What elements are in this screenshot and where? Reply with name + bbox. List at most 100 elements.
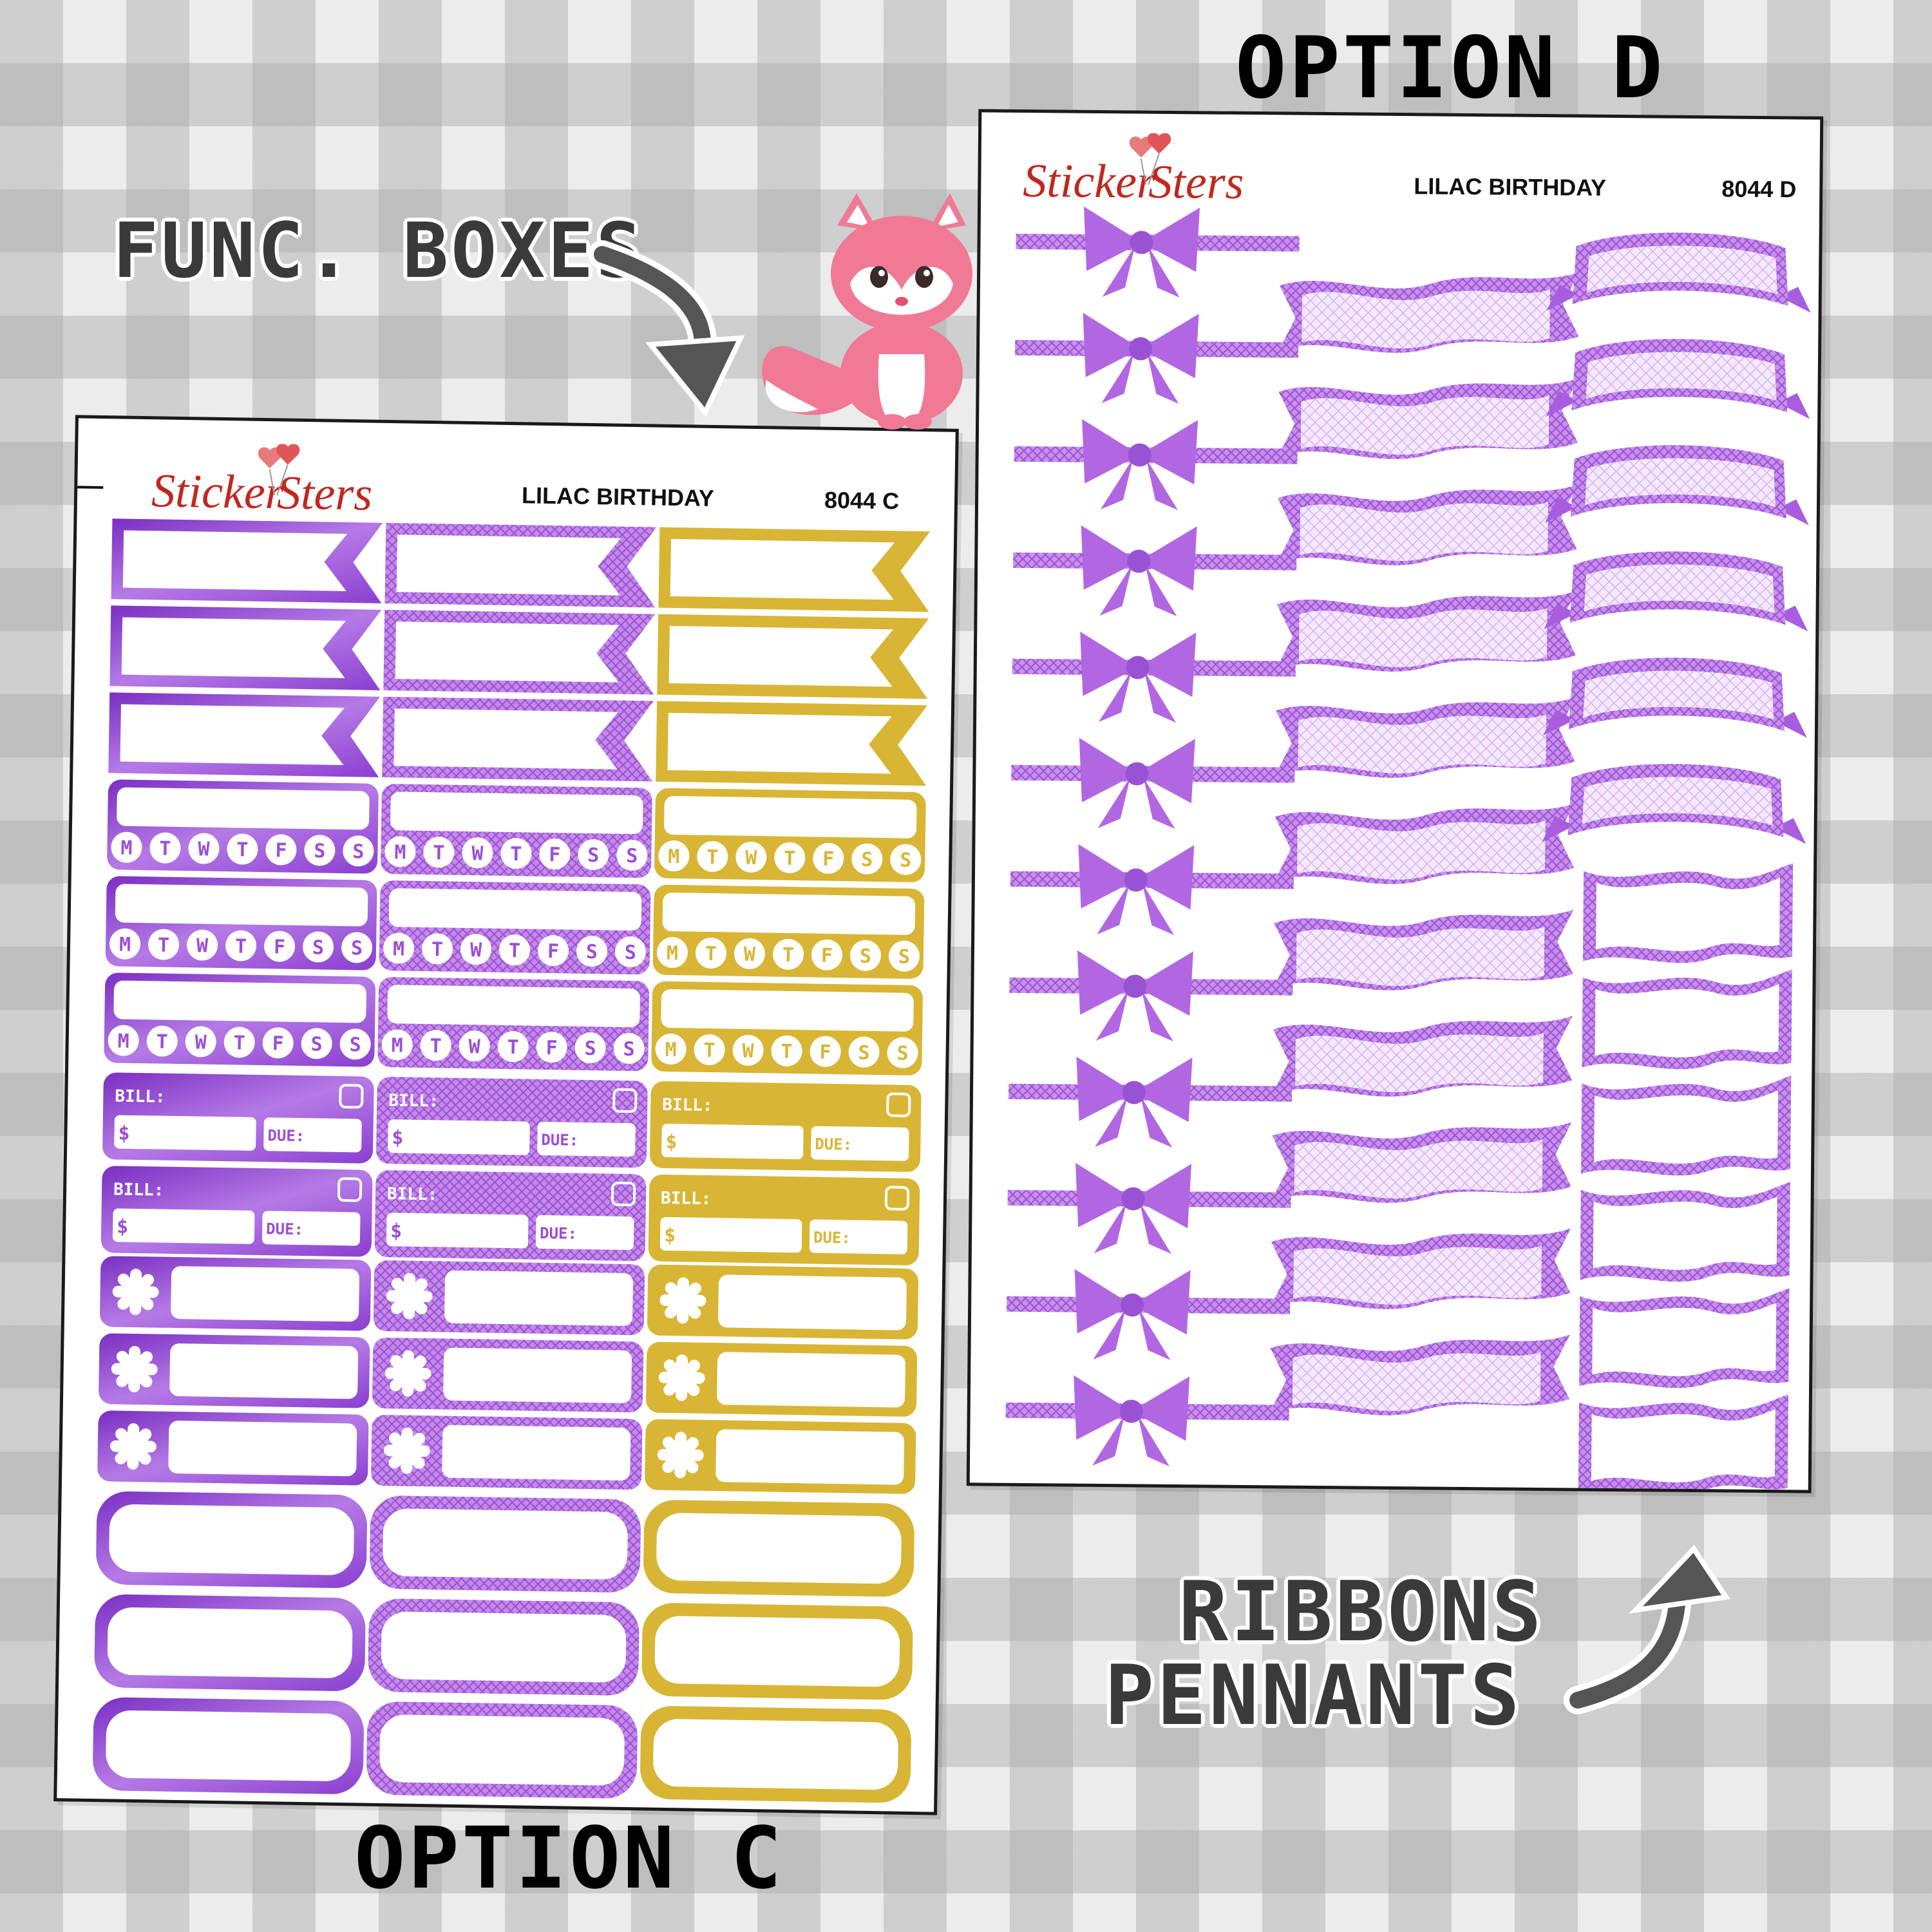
weekday-letter: M bbox=[667, 942, 679, 965]
weekday-circle bbox=[462, 837, 493, 869]
weekday-letter: W bbox=[471, 842, 484, 865]
weekday-box-writing-area bbox=[115, 884, 368, 927]
bow-ribbon-sticker bbox=[1005, 1375, 1289, 1466]
dollar-label: $ bbox=[117, 1216, 129, 1238]
weekday-circle bbox=[734, 938, 765, 969]
weekday-letter: T bbox=[430, 1035, 442, 1057]
due-label: DUE: bbox=[540, 1224, 577, 1243]
scroll-banner-sticker bbox=[1542, 658, 1807, 738]
bow-ribbon-sticker bbox=[1011, 737, 1295, 829]
weekday-circle bbox=[500, 838, 532, 869]
weekday-circle bbox=[849, 940, 881, 971]
checkbox-icon bbox=[884, 1186, 910, 1211]
weekday-box-writing-area bbox=[113, 980, 366, 1023]
weekday-letter: W bbox=[198, 838, 211, 860]
bow-ribbon-column bbox=[1005, 206, 1300, 1466]
weekday-circle bbox=[343, 835, 374, 867]
weekday-circle bbox=[694, 1034, 725, 1065]
weekday-circle bbox=[772, 938, 804, 970]
dollar-label: $ bbox=[664, 1224, 676, 1247]
scroll-banner-sticker bbox=[1546, 232, 1811, 313]
wavy-banner-sticker bbox=[1278, 378, 1578, 459]
weekday-circle bbox=[613, 1032, 645, 1064]
weekday-circle bbox=[420, 1030, 451, 1061]
bow-ribbon-sticker bbox=[1008, 1056, 1293, 1148]
wavy-banner-sticker bbox=[1273, 909, 1574, 990]
weekday-letter: S bbox=[584, 1037, 596, 1060]
function-boxes-stickers: M T W T F S S M T W T F S S M T W T F S S BILL: $ DUE: BILL: $ DUE… bbox=[93, 518, 931, 1803]
weekday-letter: S bbox=[898, 946, 911, 969]
dollar-label: $ bbox=[392, 1126, 404, 1149]
weekday-letter: S bbox=[586, 941, 598, 963]
weekday-circle bbox=[148, 929, 180, 960]
weekday-circle bbox=[539, 838, 571, 870]
weekday-letter: S bbox=[352, 840, 365, 863]
weekday-circle bbox=[303, 931, 334, 963]
bill-label: BILL: bbox=[115, 1086, 166, 1106]
weekday-circle bbox=[460, 934, 492, 965]
weekday-circle bbox=[615, 936, 647, 968]
bill-label: BILL: bbox=[387, 1184, 438, 1204]
weekday-circle bbox=[109, 928, 141, 960]
weekday-circle bbox=[341, 932, 373, 963]
weekday-letter: S bbox=[858, 1042, 870, 1065]
ribbons-pennants-stickers bbox=[1005, 206, 1811, 1490]
weekday-letter: S bbox=[310, 1033, 323, 1056]
svg-text:Sticker: Sticker bbox=[1023, 155, 1156, 209]
weekday-letter: T bbox=[507, 1036, 519, 1059]
weekday-letter: T bbox=[233, 1032, 245, 1054]
weekday-circle bbox=[811, 939, 842, 971]
weekday-circle bbox=[848, 1036, 880, 1068]
caption-func-boxes: FUNC. BOXES bbox=[113, 206, 645, 295]
weekday-letter: F bbox=[821, 945, 833, 967]
weekday-circle bbox=[616, 840, 648, 871]
dollar-label: $ bbox=[390, 1220, 402, 1242]
asterisk-icon bbox=[658, 1354, 705, 1401]
wavy-banner-sticker bbox=[1279, 272, 1580, 353]
bill-label: BILL: bbox=[388, 1091, 439, 1111]
due-label: DUE: bbox=[541, 1131, 578, 1150]
bow-ribbon-sticker bbox=[1007, 1162, 1291, 1254]
weekday-circle bbox=[771, 1035, 802, 1066]
weekday-circle bbox=[851, 843, 883, 875]
asterisk-icon bbox=[112, 1268, 159, 1315]
weekday-circle bbox=[381, 1029, 413, 1061]
weekday-letter: F bbox=[274, 936, 286, 958]
wavy-banner-sticker bbox=[1274, 803, 1575, 884]
pennant-wave-sticker bbox=[1582, 969, 1792, 1070]
weekday-box-writing-area bbox=[387, 985, 640, 1028]
weekday-circle bbox=[655, 1034, 687, 1065]
sticker-sters-logo: Sticker Sters bbox=[151, 444, 373, 521]
weekday-circle bbox=[304, 835, 336, 866]
weekday-circle bbox=[576, 936, 608, 967]
weekday-letter: M bbox=[120, 837, 133, 860]
weekday-letter: F bbox=[545, 1037, 558, 1059]
weekday-letter: T bbox=[158, 934, 170, 956]
weekday-letter: W bbox=[744, 943, 757, 966]
weekday-letter: S bbox=[349, 1034, 361, 1056]
due-label: DUE: bbox=[267, 1126, 305, 1145]
weekday-letter: M bbox=[119, 934, 131, 956]
caption-ribbons: RIBBONS bbox=[1179, 1564, 1544, 1660]
weekday-circle bbox=[185, 1026, 216, 1057]
sticker-sheet-option-d: Sticker Sters LILAC BIRTHDAY 8044 D bbox=[966, 109, 1824, 1493]
weekday-letter: F bbox=[272, 1032, 284, 1055]
weekday-letter: T bbox=[706, 846, 719, 869]
weekday-letter: T bbox=[156, 1030, 168, 1053]
bow-ribbon-sticker bbox=[1016, 206, 1300, 298]
wavy-banner-sticker bbox=[1273, 1016, 1573, 1097]
weekday-circle bbox=[538, 935, 569, 967]
asterisk-icon bbox=[384, 1350, 431, 1397]
weekday-letter: S bbox=[587, 844, 600, 867]
weekday-letter: S bbox=[351, 937, 363, 960]
weekday-circle bbox=[225, 930, 257, 961]
scroll-banner-sticker bbox=[1544, 445, 1809, 526]
pennant-wave-sticker bbox=[1582, 863, 1794, 963]
weekday-letter: F bbox=[275, 839, 287, 862]
weekday-circle bbox=[497, 1031, 529, 1063]
weekday-letter: W bbox=[745, 847, 758, 869]
